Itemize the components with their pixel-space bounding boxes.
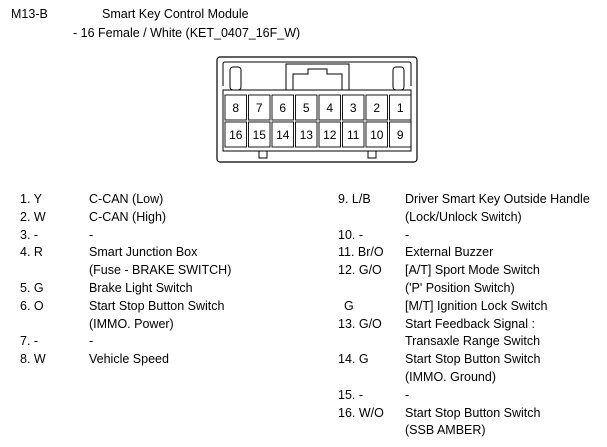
pin-cell-13 bbox=[295, 121, 318, 148]
pin-description: [A/T] Sport Mode Switch bbox=[405, 263, 540, 278]
pin-number-1: 1 bbox=[397, 101, 404, 115]
pin-description: Brake Light Switch bbox=[89, 281, 193, 295]
connector-description: - 16 Female / White (KET_0407_16F_W) bbox=[73, 26, 301, 40]
pin-label: 8. W bbox=[20, 352, 46, 367]
pin-number-8: 8 bbox=[232, 101, 239, 115]
pin-label: 10. - bbox=[338, 227, 364, 242]
pin-cell-3 bbox=[342, 94, 365, 121]
pin-number-6: 6 bbox=[279, 101, 286, 115]
pin-cell-1 bbox=[389, 94, 412, 121]
pin-cell-8 bbox=[224, 94, 247, 121]
pin-label: 12. G/O bbox=[338, 263, 382, 278]
pin-number-9: 9 bbox=[397, 128, 404, 142]
pin-cell-10 bbox=[365, 121, 388, 148]
pin-description: Smart Junction Box bbox=[89, 245, 198, 260]
pin-label: 14. G bbox=[338, 352, 369, 367]
pin-description: Vehicle Speed bbox=[89, 352, 169, 367]
pin-cell-4 bbox=[318, 94, 341, 121]
pin-description: ('P' Position Switch) bbox=[405, 280, 515, 295]
bottom-notch-right bbox=[367, 150, 377, 159]
pin-cell-15 bbox=[248, 121, 271, 148]
pin-number-15: 15 bbox=[253, 128, 267, 142]
pin-label: 4. R bbox=[20, 245, 43, 260]
pin-description: - bbox=[405, 387, 410, 402]
pin-description: External Buzzer bbox=[405, 245, 494, 260]
pin-description: - bbox=[405, 227, 410, 242]
pin-block bbox=[222, 89, 412, 152]
pin-cell-9 bbox=[389, 121, 412, 148]
pin-number-3: 3 bbox=[350, 101, 357, 115]
pin-description: C-CAN (Low) bbox=[89, 192, 164, 206]
center-lock-frame bbox=[285, 63, 350, 90]
pin-cell-11 bbox=[342, 121, 365, 148]
pin-number-4: 4 bbox=[326, 101, 333, 115]
pin-description: Start Stop Button Switch bbox=[405, 352, 541, 367]
pin-description: Driver Smart Key Outside Handle bbox=[405, 192, 590, 206]
pin-number-10: 10 bbox=[370, 128, 384, 142]
pin-cell-14 bbox=[271, 121, 294, 148]
pin-description: (Fuse - BRAKE SWITCH) bbox=[89, 263, 232, 278]
pin-number-12: 12 bbox=[323, 128, 337, 142]
center-lock-tab bbox=[292, 68, 343, 90]
pin-cell-12 bbox=[318, 121, 341, 148]
left-latch bbox=[229, 66, 242, 91]
pin-description: Start Stop Button Switch bbox=[405, 405, 541, 420]
connector-housing bbox=[216, 56, 418, 163]
pin-label: 13. G/O bbox=[338, 316, 382, 331]
bottom-notch-left bbox=[258, 150, 268, 159]
pin-label: 16. W/O bbox=[338, 405, 384, 420]
connector-id: M13-B bbox=[11, 7, 48, 21]
pin-cell-6 bbox=[271, 94, 294, 121]
connector-inner-wall bbox=[222, 61, 412, 86]
pin-description: (IMMO. Ground) bbox=[405, 369, 496, 384]
pin-cell-2 bbox=[365, 94, 388, 121]
pin-description: Start Feedback Signal : bbox=[405, 316, 535, 331]
pin-description: (IMMO. Power) bbox=[89, 316, 174, 331]
pin-cell-5 bbox=[295, 94, 318, 121]
pin-label: 2. W bbox=[20, 209, 46, 224]
pin-label: G bbox=[344, 298, 354, 313]
pin-description: Transaxle Range Switch bbox=[405, 334, 541, 349]
pin-label: 9. L/B bbox=[338, 192, 371, 206]
pin-cell-7 bbox=[248, 94, 271, 121]
pin-label: 1. Y bbox=[20, 192, 43, 206]
pin-number-5: 5 bbox=[303, 101, 310, 115]
pin-label: 7. - bbox=[20, 334, 39, 349]
pin-number-2: 2 bbox=[373, 101, 380, 115]
pin-number-16: 16 bbox=[229, 128, 243, 142]
pin-number-14: 14 bbox=[276, 128, 290, 142]
pin-description: - bbox=[89, 227, 94, 242]
pin-label: 3. - bbox=[20, 227, 39, 242]
pin-description: Start Stop Button Switch bbox=[89, 298, 225, 313]
pin-number-11: 11 bbox=[347, 128, 360, 142]
pin-label: 5. G bbox=[20, 281, 44, 295]
pin-number-13: 13 bbox=[300, 128, 314, 142]
right-latch bbox=[392, 66, 405, 91]
pin-label: 15. - bbox=[338, 387, 364, 402]
pin-label: 11. Br/O bbox=[338, 245, 384, 260]
pin-description: C-CAN (High) bbox=[89, 209, 167, 224]
pin-description: (Lock/Unlock Switch) bbox=[405, 209, 522, 224]
pin-number-7: 7 bbox=[256, 101, 263, 115]
pin-description: - bbox=[89, 334, 94, 349]
pin-label: 6. O bbox=[20, 298, 44, 313]
pin-description: (SSB AMBER) bbox=[405, 423, 486, 438]
module-name: Smart Key Control Module bbox=[102, 7, 249, 21]
pin-cell-16 bbox=[224, 121, 247, 148]
pin-description: [M/T] Ignition Lock Switch bbox=[405, 298, 548, 313]
